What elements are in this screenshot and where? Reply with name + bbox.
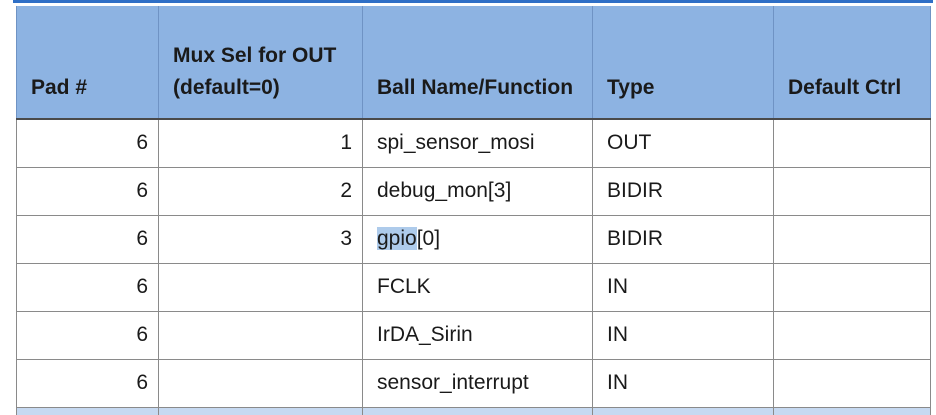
header-pad: Pad # bbox=[16, 6, 159, 120]
cell-type[interactable]: IN bbox=[592, 358, 774, 408]
cell-type[interactable]: IN bbox=[592, 310, 774, 360]
cell-ball-rest: [0] bbox=[416, 227, 441, 250]
cell-default-ctrl[interactable] bbox=[773, 166, 931, 216]
cell-ball[interactable]: debug_mon[3] bbox=[362, 166, 593, 216]
cell-ball[interactable]: gpio[0] bbox=[362, 214, 593, 264]
table-row: 6 FCLK IN bbox=[16, 262, 931, 312]
header-type: Type bbox=[592, 6, 774, 120]
cell-type[interactable]: BIDIR bbox=[592, 214, 774, 264]
cell-empty bbox=[16, 406, 159, 415]
table-row: 6 2 debug_mon[3] BIDIR bbox=[16, 166, 931, 216]
header-ball-name: Ball Name/Function bbox=[362, 6, 593, 120]
cell-default-ctrl[interactable] bbox=[773, 358, 931, 408]
cell-mux[interactable] bbox=[158, 358, 363, 408]
top-rule bbox=[13, 0, 933, 3]
cell-empty bbox=[158, 406, 363, 415]
table-row: 6 IrDA_Sirin IN bbox=[16, 310, 931, 360]
cell-pad[interactable]: 6 bbox=[16, 166, 159, 216]
cell-mux[interactable]: 2 bbox=[158, 166, 363, 216]
table-row: 6 3 gpio[0] BIDIR bbox=[16, 214, 931, 264]
pad-mux-table: Pad # Mux Sel for OUT (default=0) Ball N… bbox=[16, 6, 931, 415]
header-mux-sel: Mux Sel for OUT (default=0) bbox=[158, 6, 363, 120]
cell-pad[interactable]: 6 bbox=[16, 358, 159, 408]
cell-ball[interactable]: FCLK bbox=[362, 262, 593, 312]
cell-mux[interactable] bbox=[158, 262, 363, 312]
cell-pad[interactable]: 6 bbox=[16, 118, 159, 168]
cell-pad[interactable]: 6 bbox=[16, 262, 159, 312]
cell-empty bbox=[592, 406, 774, 415]
table-row: 6 1 spi_sensor_mosi OUT bbox=[16, 118, 931, 168]
cell-default-ctrl[interactable] bbox=[773, 118, 931, 168]
selected-text[interactable]: gpio bbox=[377, 227, 417, 250]
cell-type[interactable]: OUT bbox=[592, 118, 774, 168]
cell-empty bbox=[362, 406, 593, 415]
cell-mux[interactable] bbox=[158, 310, 363, 360]
cell-ball[interactable]: sensor_interrupt bbox=[362, 358, 593, 408]
cell-default-ctrl[interactable] bbox=[773, 214, 931, 264]
cell-empty bbox=[773, 406, 931, 415]
cell-type[interactable]: IN bbox=[592, 262, 774, 312]
cell-type[interactable]: BIDIR bbox=[592, 166, 774, 216]
cell-ball[interactable]: IrDA_Sirin bbox=[362, 310, 593, 360]
cell-ball[interactable]: spi_sensor_mosi bbox=[362, 118, 593, 168]
header-default-ctrl: Default Ctrl bbox=[773, 6, 931, 120]
header-row: Pad # Mux Sel for OUT (default=0) Ball N… bbox=[16, 6, 931, 120]
cell-default-ctrl[interactable] bbox=[773, 310, 931, 360]
table-row-partial bbox=[16, 406, 931, 415]
cell-default-ctrl[interactable] bbox=[773, 262, 931, 312]
cell-mux[interactable]: 1 bbox=[158, 118, 363, 168]
cell-pad[interactable]: 6 bbox=[16, 214, 159, 264]
table-row: 6 sensor_interrupt IN bbox=[16, 358, 931, 408]
cell-mux[interactable]: 3 bbox=[158, 214, 363, 264]
cell-pad[interactable]: 6 bbox=[16, 310, 159, 360]
